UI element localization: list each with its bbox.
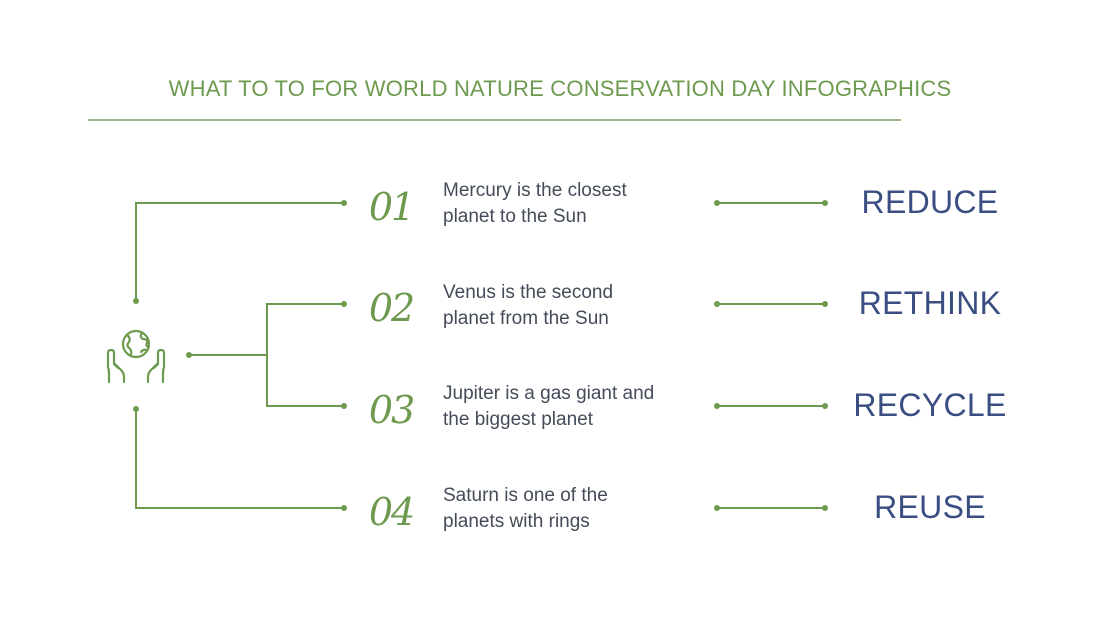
description-line: planet to the Sun [443, 206, 587, 227]
label-reduce: REDUCE [861, 184, 999, 220]
step-number-01: 01 [368, 185, 415, 229]
hands-holding-globe-icon [106, 329, 166, 384]
step-description-01: Mercury is the closest planet to the Sun [443, 178, 713, 230]
step-number-03: 03 [368, 388, 415, 432]
description-line: Saturn is one of the [443, 485, 608, 506]
step-number-02: 02 [368, 286, 415, 330]
step-number-04: 04 [368, 490, 415, 534]
page-title: WHAT TO TO FOR WORLD NATURE CONSERVATION… [0, 76, 1120, 102]
description-line: planet from the Sun [443, 308, 609, 329]
label-rethink: RETHINK [858, 285, 1002, 321]
description-line: Venus is the second [443, 282, 614, 303]
label-reuse: REUSE [874, 489, 986, 525]
title-divider [88, 119, 901, 121]
step-description-04: Saturn is one of the planets with rings [443, 483, 713, 535]
description-line: Mercury is the closest [443, 180, 627, 201]
description-line: planets with rings [443, 511, 590, 532]
description-line: the biggest planet [443, 409, 594, 430]
description-line: Jupiter is a gas giant and [443, 383, 655, 404]
step-description-03: Jupiter is a gas giant and the biggest p… [443, 381, 713, 433]
page-title-text: WHAT TO TO FOR WORLD NATURE CONSERVATION… [168, 76, 952, 101]
step-description-02: Venus is the second planet from the Sun [443, 280, 713, 332]
label-recycle: RECYCLE [853, 387, 1007, 423]
